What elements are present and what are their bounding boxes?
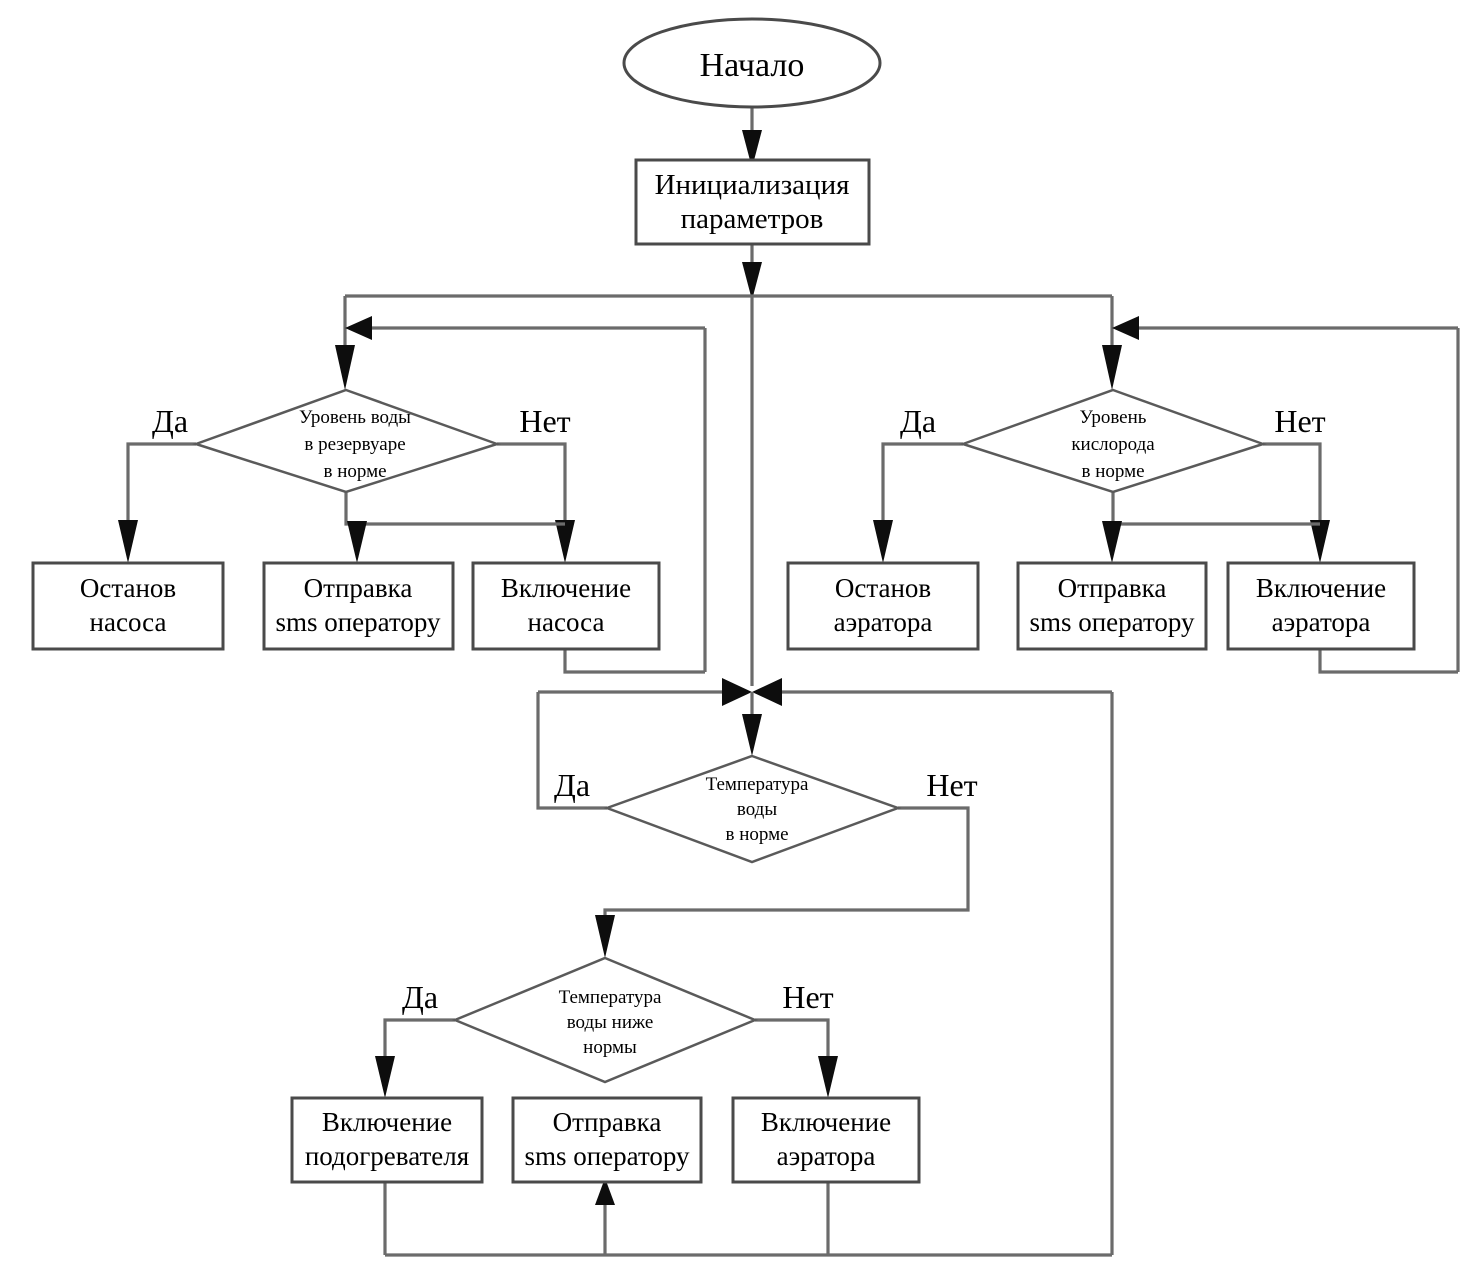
oxygen-decision-line3: в норме xyxy=(1081,461,1144,482)
arrowhead-to-water-diamond xyxy=(335,345,355,390)
arrowhead-water-yes xyxy=(118,520,138,563)
arrowhead-oxygen-yes xyxy=(873,520,893,563)
pump-stop-line2: насоса xyxy=(90,607,167,637)
edge-temp-yes xyxy=(536,692,607,810)
aerator-start-line2: аэратора xyxy=(1272,607,1371,637)
temp-normal-line2: воды xyxy=(737,799,777,820)
edge-oxygen-no xyxy=(1263,442,1322,543)
label-temp-below-yes: Да xyxy=(402,979,438,1015)
arrowhead-water-sms xyxy=(347,521,367,563)
temp-below-line1: Температура xyxy=(559,987,662,1008)
node-temp-sms[interactable]: Отправка sms оператору xyxy=(511,1096,703,1184)
temp-below-line2: воды ниже xyxy=(567,1012,654,1033)
arrowhead-below-no xyxy=(818,1056,838,1098)
edge-below-no xyxy=(755,1018,830,1078)
arrowhead-below-yes xyxy=(375,1056,395,1098)
oxygen-decision-line2: кислорода xyxy=(1071,434,1155,455)
node-pump-sms[interactable]: Отправка sms оператору xyxy=(262,561,455,651)
arrowhead-bottom-to-sms xyxy=(595,1178,615,1205)
oxygen-decision-line1: Уровень xyxy=(1080,407,1147,428)
arrowhead-left-feedback xyxy=(345,316,372,340)
aerator-start-line1: Включение xyxy=(1256,573,1386,603)
temp-sms-line2: sms оператору xyxy=(524,1141,690,1171)
pump-stop-line1: Останов xyxy=(80,573,176,603)
pump-sms-line2: sms оператору xyxy=(275,607,441,637)
aerator-sms-line2: sms оператору xyxy=(1029,607,1195,637)
pump-start-line2: насоса xyxy=(528,607,605,637)
arrowhead-init-down xyxy=(742,262,762,300)
aerator-stop-line2: аэратора xyxy=(834,607,933,637)
temp-normal-line3: в норме xyxy=(725,824,788,845)
edge-oxygen-bottom-to-sms xyxy=(1111,490,1320,526)
node-oxygen-decision[interactable]: Уровень кислорода в норме xyxy=(959,388,1267,494)
arrowhead-start-to-init xyxy=(742,130,762,168)
label-water-no: Нет xyxy=(519,403,570,439)
arrowhead-temp-no xyxy=(595,915,615,958)
water-decision-line3: в норме xyxy=(323,461,386,482)
arrowhead-merge-down xyxy=(742,714,762,756)
label-oxygen-no: Нет xyxy=(1274,403,1325,439)
heater-start-line1: Включение xyxy=(322,1107,452,1137)
edge-water-bottom-to-sms xyxy=(344,490,565,526)
edge-aerator-start-loop xyxy=(1318,648,1458,674)
arrowhead-to-oxygen-diamond xyxy=(1102,345,1122,390)
node-temp-normal-decision[interactable]: Температура воды в норме xyxy=(603,754,902,864)
temp-sms-line1: Отправка xyxy=(553,1107,662,1137)
edge-water-no xyxy=(497,442,567,543)
arrowhead-merge-from-left xyxy=(722,678,752,706)
node-init-line2: параметров xyxy=(681,203,824,235)
water-decision-line2: в резервуаре xyxy=(304,434,405,455)
node-pump-start[interactable]: Включение насоса xyxy=(471,561,661,651)
node-temp-aerator-start[interactable]: Включение аэратора xyxy=(731,1096,921,1184)
node-start[interactable]: Начало xyxy=(622,17,882,109)
temp-aerator-line2: аэратора xyxy=(777,1141,876,1171)
edge-pump-start-loop xyxy=(563,648,705,674)
edge-oxygen-yes xyxy=(881,442,963,543)
pump-start-line1: Включение xyxy=(501,573,631,603)
temp-aerator-line1: Включение xyxy=(761,1107,891,1137)
nodes-layer: Начало Инициализация параметров Уровень … xyxy=(31,17,1416,1184)
label-oxygen-yes: Да xyxy=(900,403,936,439)
node-water-level-decision[interactable]: Уровень воды в резервуаре в норме xyxy=(192,388,501,494)
label-temp-below-no: Нет xyxy=(782,979,833,1015)
node-aerator-sms[interactable]: Отправка sms оператору xyxy=(1016,561,1208,651)
aerator-sms-line1: Отправка xyxy=(1058,573,1167,603)
water-decision-line1: Уровень воды xyxy=(299,407,411,428)
arrowhead-oxygen-sms xyxy=(1102,521,1122,563)
label-water-yes: Да xyxy=(152,403,188,439)
edge-water-yes xyxy=(126,442,196,543)
node-init-line1: Инициализация xyxy=(655,169,850,201)
edge-below-yes xyxy=(383,1018,455,1078)
node-aerator-stop[interactable]: Останов аэратора xyxy=(786,561,980,651)
arrowhead-water-no xyxy=(555,520,575,563)
arrowhead-right-feedback xyxy=(1112,316,1139,340)
node-heater-start[interactable]: Включение подогревателя xyxy=(290,1096,484,1184)
node-init[interactable]: Инициализация параметров xyxy=(634,158,871,246)
node-start-label: Начало xyxy=(700,47,805,84)
node-pump-stop[interactable]: Останов насоса xyxy=(31,561,225,651)
label-temp-normal-no: Нет xyxy=(926,767,977,803)
temp-below-line3: нормы xyxy=(583,1037,637,1058)
arrowhead-merge-from-right xyxy=(752,678,782,706)
node-temp-below-decision[interactable]: Температура воды ниже нормы xyxy=(451,956,759,1084)
arrowhead-oxygen-no xyxy=(1310,520,1330,563)
node-aerator-start[interactable]: Включение аэратора xyxy=(1226,561,1416,651)
pump-sms-line1: Отправка xyxy=(304,573,413,603)
temp-normal-line1: Температура xyxy=(706,774,809,795)
heater-start-line2: подогревателя xyxy=(305,1141,469,1171)
aerator-stop-line1: Останов xyxy=(835,573,931,603)
edges-layer xyxy=(118,108,1460,1257)
label-temp-normal-yes: Да xyxy=(554,767,590,803)
